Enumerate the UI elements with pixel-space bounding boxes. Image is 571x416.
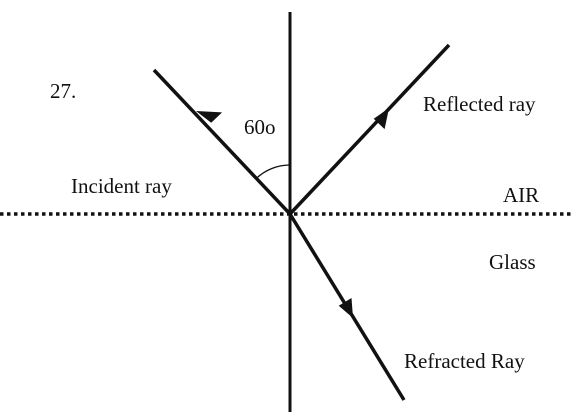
reflected-arrowhead bbox=[373, 108, 389, 130]
air-label: AIR bbox=[503, 183, 539, 207]
incident-ray bbox=[152, 68, 292, 216]
refracted-ray-label: Refracted Ray bbox=[404, 349, 525, 373]
angle-label: 60o bbox=[244, 115, 276, 139]
incident-arrowhead bbox=[196, 111, 223, 123]
refracted-arrowhead bbox=[338, 298, 353, 318]
reflected-ray bbox=[288, 43, 451, 216]
glass-label: Glass bbox=[489, 250, 536, 274]
reflected-ray-label: Reflected ray bbox=[423, 92, 536, 116]
angle-arc bbox=[255, 164, 291, 179]
question-number: 27. bbox=[50, 79, 76, 103]
incident-ray-label: Incident ray bbox=[71, 174, 172, 198]
